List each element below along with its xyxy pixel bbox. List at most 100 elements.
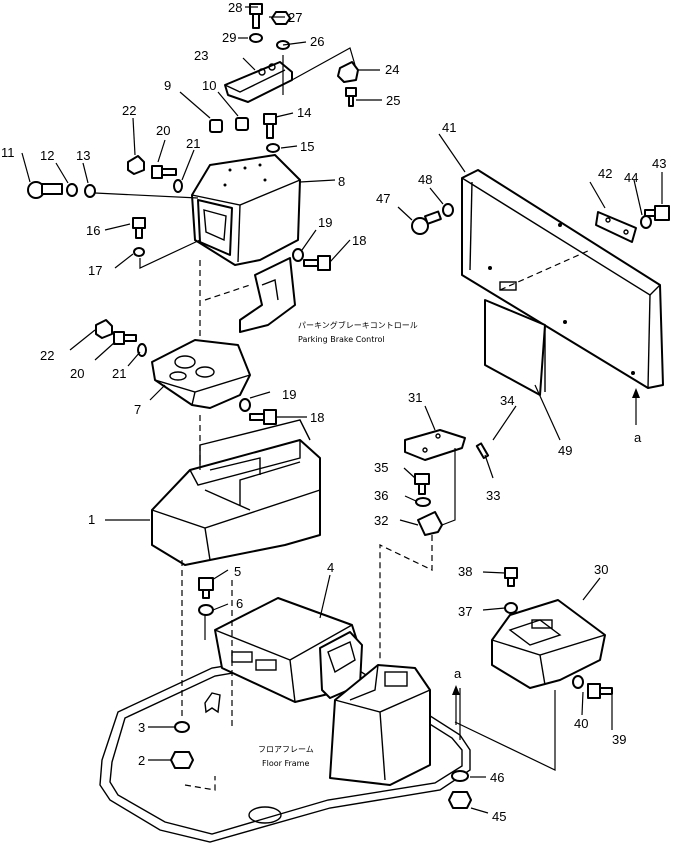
label-17: 17 — [88, 263, 102, 278]
label-23: 23 — [194, 48, 208, 63]
ref-a-lower: a — [454, 666, 462, 681]
label-49: 49 — [558, 443, 572, 458]
label-16: 16 — [86, 223, 100, 238]
lower-bracket-box — [329, 664, 431, 786]
label-13: 13 — [76, 148, 90, 163]
part-15-washer-icon — [266, 143, 280, 153]
part-37-washer-icon — [504, 602, 518, 614]
part-47-bolt-icon — [411, 210, 442, 235]
part-30-housing — [491, 599, 606, 689]
part-18-bolt-icon — [303, 255, 331, 271]
part-6-washer-icon — [198, 604, 214, 616]
part-9-cap-icon — [209, 119, 223, 133]
label-24: 24 — [385, 62, 399, 77]
part-46-washer-icon — [451, 770, 469, 782]
label-8: 8 — [338, 174, 345, 189]
part-42-plate — [595, 211, 637, 243]
part-8-control-housing — [191, 154, 301, 266]
part-25-screw-icon — [345, 87, 357, 107]
part-2-nut-icon — [170, 751, 194, 769]
part-29-washer-icon — [249, 33, 263, 43]
label-11: 11 — [1, 145, 15, 160]
part-36-washer-icon — [415, 497, 431, 507]
part-10-cap-icon — [235, 117, 249, 131]
label-18-lower: 18 — [310, 410, 324, 425]
caption-floor-en: Floor Frame — [262, 759, 309, 768]
part-41-panel — [461, 169, 664, 389]
part-18-lower-bolt-icon — [249, 409, 277, 425]
label-15: 15 — [300, 139, 314, 154]
label-22-top: 22 — [122, 103, 136, 118]
leader-lines — [21, 6, 663, 814]
label-26: 26 — [310, 34, 324, 49]
label-43: 43 — [652, 156, 666, 171]
label-47: 47 — [376, 191, 390, 206]
label-6: 6 — [236, 596, 243, 611]
part-22-nut-icon — [127, 155, 145, 175]
part-21-lower-washer-icon — [137, 343, 147, 357]
part-19-washer-icon — [292, 248, 304, 262]
part-11-knob-icon — [27, 181, 63, 199]
label-18-top: 18 — [352, 233, 366, 248]
ref-a-right: a — [634, 430, 642, 445]
part-35-bolt-icon — [414, 473, 430, 495]
label-28: 28 — [228, 0, 242, 15]
part-48-washer-icon — [442, 203, 454, 217]
label-40: 40 — [574, 716, 588, 731]
part-20-lower-bolt-icon — [113, 331, 137, 345]
label-31: 31 — [408, 390, 422, 405]
label-20-top: 20 — [156, 123, 170, 138]
label-19-top: 19 — [318, 215, 332, 230]
label-44: 44 — [624, 170, 638, 185]
part-24-nut-icon — [337, 61, 359, 83]
part-7-cover-plate — [151, 339, 251, 409]
part-13-washer-icon — [84, 184, 96, 198]
label-27: 27 — [288, 10, 302, 25]
part-14-bolt-icon — [263, 113, 277, 139]
part-17-washer-icon — [133, 247, 145, 257]
label-9: 9 — [164, 78, 171, 93]
part-43-bolt-icon — [644, 205, 670, 221]
label-14: 14 — [297, 105, 311, 120]
label-1: 1 — [88, 512, 95, 527]
part-21-washer-icon — [173, 179, 183, 193]
label-32: 32 — [374, 513, 388, 528]
part-12-washer-icon — [66, 183, 78, 197]
label-21-lower: 21 — [112, 366, 126, 381]
part-22-lower-nut-icon — [95, 319, 113, 339]
part-40-washer-icon — [572, 675, 584, 689]
part-38-bolt-icon — [504, 567, 518, 587]
label-33: 33 — [486, 488, 500, 503]
part-1-console-box — [151, 419, 321, 566]
label-10: 10 — [202, 78, 216, 93]
label-41: 41 — [442, 120, 456, 135]
part-44-washer-icon — [640, 215, 652, 229]
label-7: 7 — [134, 402, 141, 417]
part-32-clip — [417, 511, 443, 536]
part-4-duct-box — [214, 597, 363, 703]
part-20-bolt-icon — [151, 165, 177, 179]
label-37: 37 — [458, 604, 472, 619]
label-34: 34 — [500, 393, 514, 408]
caption-parking-jp: パーキングブレーキコントロール — [298, 320, 418, 330]
parking-brake-lever — [204, 257, 296, 333]
part-5-bolt-icon — [198, 577, 214, 599]
part-31-block — [404, 429, 466, 461]
label-25: 25 — [386, 93, 400, 108]
label-46: 46 — [490, 770, 504, 785]
label-48: 48 — [418, 172, 432, 187]
label-4: 4 — [327, 560, 334, 575]
part-28-bolt-icon — [249, 3, 263, 29]
part-number-labels: 11 12 13 22 20 21 9 10 23 28 29 27 26 24… — [1, 0, 666, 824]
label-3: 3 — [138, 720, 145, 735]
label-2: 2 — [138, 753, 145, 768]
part-33-pin-icon — [475, 442, 490, 460]
label-35: 35 — [374, 460, 388, 475]
part-45-nut-icon — [448, 791, 472, 809]
part-16-bolt-icon — [132, 217, 146, 239]
label-21-top: 21 — [186, 136, 200, 151]
label-45: 45 — [492, 809, 506, 824]
caption-parking-en: Parking Brake Control — [298, 335, 385, 344]
